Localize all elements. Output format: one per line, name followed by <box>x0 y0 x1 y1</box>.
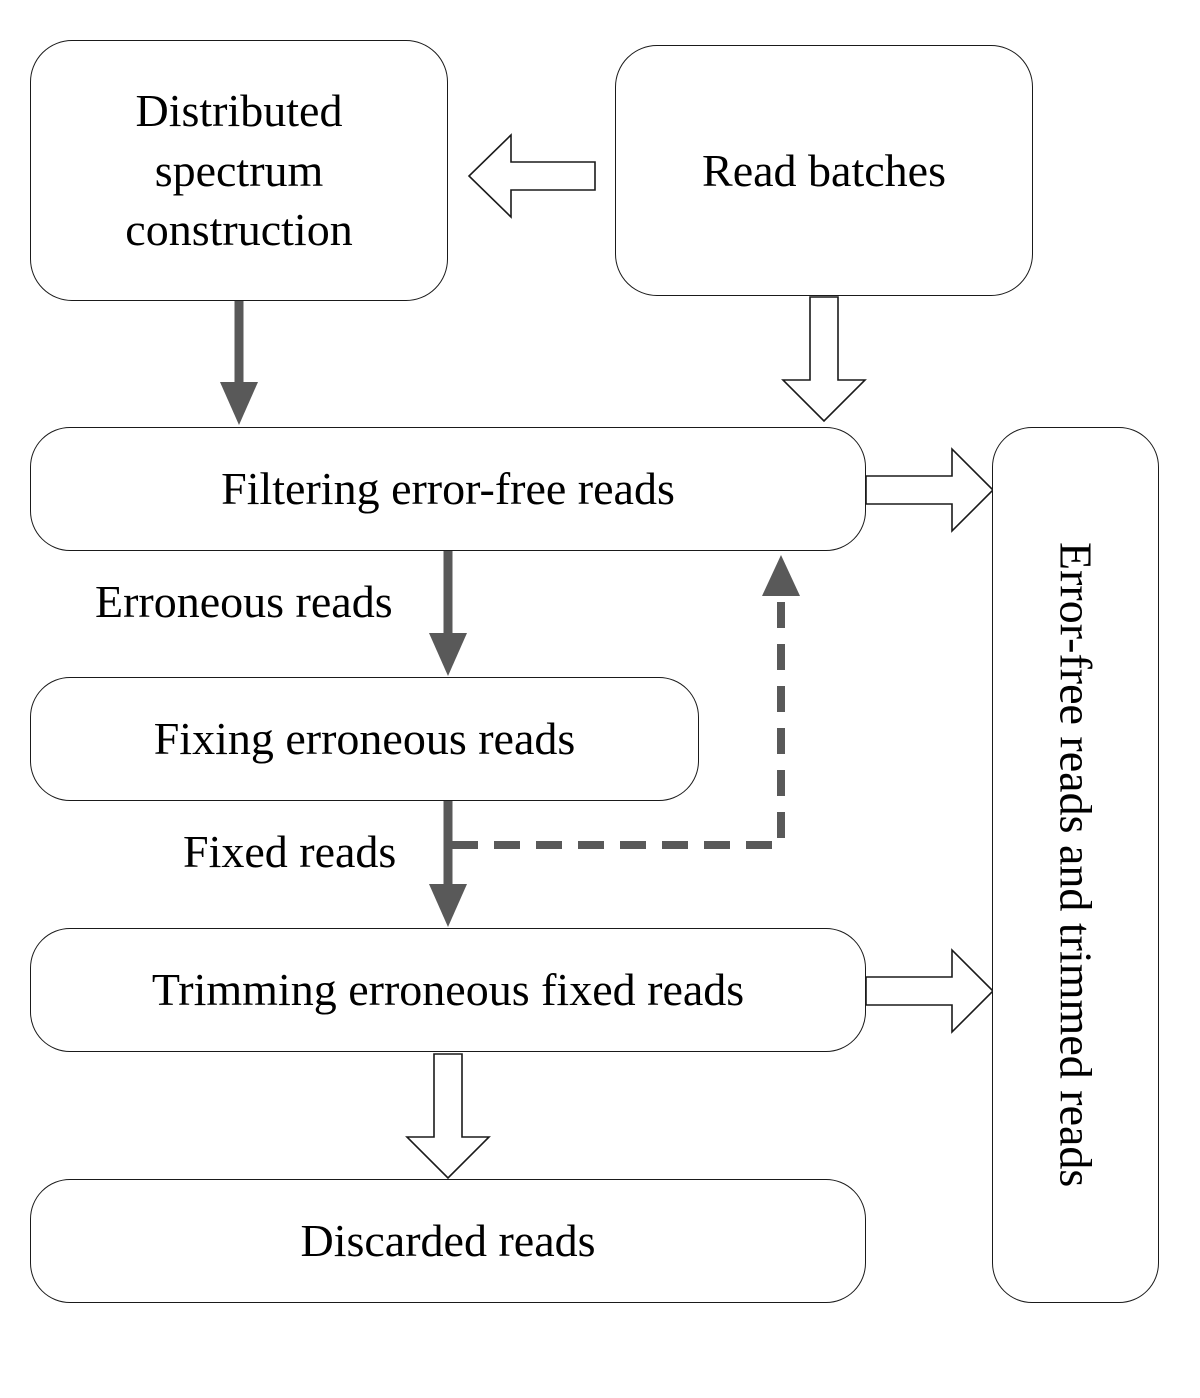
node-read-batches: Read batches <box>615 45 1033 296</box>
hollow-arrow-batches-to-filtering <box>781 296 867 423</box>
edge-label-fixed-reads: Fixed reads <box>183 826 397 877</box>
solid-arrow-fixing-to-trimming <box>429 801 467 927</box>
node-distributed-spectrum-construction: Distributed spectrum construction <box>30 40 448 301</box>
node-filtering-error-free-reads: Filtering error-free reads <box>30 427 866 551</box>
hollow-arrow-batches-to-spectrum <box>467 133 596 219</box>
solid-arrow-filtering-to-fixing <box>429 550 467 676</box>
hollow-arrow-filtering-to-output <box>865 447 995 533</box>
dashed-feedback-arrow <box>452 555 800 849</box>
node-discarded-reads: Discarded reads <box>30 1179 866 1303</box>
hollow-arrow-trimming-to-output <box>865 948 995 1034</box>
node-error-free-and-trimmed-reads: Error-free reads and trimmed reads <box>992 427 1159 1303</box>
node-error-free-and-trimmed-reads-label: Error-free reads and trimmed reads <box>1050 542 1102 1188</box>
edge-label-erroneous-reads: Erroneous reads <box>95 576 393 627</box>
node-fixing-erroneous-reads: Fixing erroneous reads <box>30 677 699 801</box>
node-trimming-erroneous-fixed-reads: Trimming erroneous fixed reads <box>30 928 866 1052</box>
solid-arrow-spectrum-to-filtering <box>220 299 258 425</box>
hollow-arrow-trimming-to-discarded <box>405 1053 491 1180</box>
